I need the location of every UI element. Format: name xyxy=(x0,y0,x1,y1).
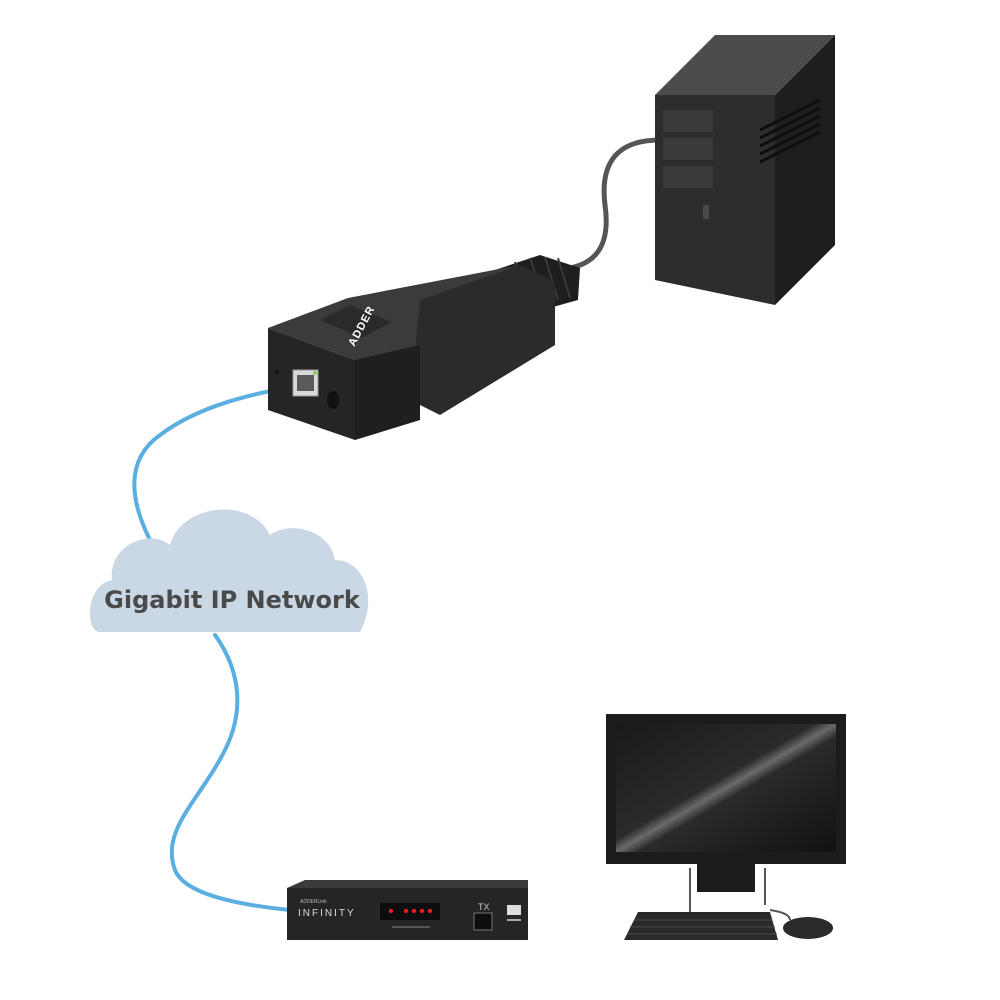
receiver-port-label: TX xyxy=(478,902,490,912)
ethernet-cable-upper xyxy=(132,383,300,542)
status-display xyxy=(380,903,440,920)
usb-cable xyxy=(567,137,663,271)
status-led xyxy=(388,908,394,914)
network-label: Gigabit IP Network xyxy=(104,586,361,614)
receiver-brand: INFINITY xyxy=(298,908,356,919)
network-cloud: Gigabit IP Network xyxy=(89,509,369,632)
receiver-brand-sub: ADDERLink xyxy=(300,899,327,905)
mouse xyxy=(769,909,833,939)
monitor xyxy=(606,714,846,912)
adder-adapter: ADDER xyxy=(268,255,580,440)
receiver-ethernet-port xyxy=(473,912,493,931)
ethernet-cable-lower xyxy=(169,633,292,912)
tower-computer xyxy=(655,35,835,305)
infinity-receiver: ADDERLink INFINITY TX xyxy=(287,880,528,940)
power-jack xyxy=(327,391,339,409)
keyboard xyxy=(624,912,778,940)
